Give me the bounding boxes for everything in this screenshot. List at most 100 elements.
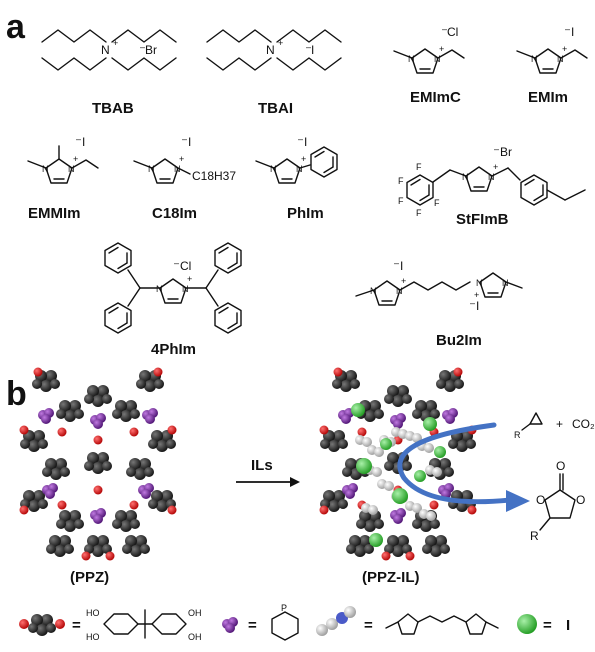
ils-label: ILs xyxy=(251,457,273,474)
tbab-structure: N + – Br xyxy=(41,29,177,71)
stfimb-f2: F xyxy=(398,176,404,186)
svg-text:N: N xyxy=(502,278,509,288)
svg-text:–: – xyxy=(565,24,570,34)
svg-text:N: N xyxy=(296,164,303,174)
emim-label: EMIm xyxy=(528,89,568,106)
svg-text:N: N xyxy=(557,54,564,64)
legend-eq-3: = xyxy=(364,617,373,634)
tbai-structure: N + – I xyxy=(206,29,342,71)
bu2im-anion-1: I xyxy=(400,259,403,273)
svg-text:N: N xyxy=(396,286,403,296)
svg-text:–: – xyxy=(140,42,145,52)
stfimb-f3: F xyxy=(398,196,404,206)
legend-eq-2: = xyxy=(248,617,257,634)
ppz-il-framework xyxy=(320,368,477,561)
svg-text:N: N xyxy=(462,172,469,182)
bu2im-anion-2: I xyxy=(476,299,479,313)
svg-text:+: + xyxy=(439,44,444,54)
svg-text:OH: OH xyxy=(188,632,202,642)
cyclic-carbonate: O O O R xyxy=(530,459,585,543)
epoxide-structure: R xyxy=(514,412,543,440)
tbai-n-atom: N xyxy=(266,43,275,57)
svg-text:N: N xyxy=(270,164,277,174)
panel-a-label: a xyxy=(6,8,26,46)
legend-iodide: I xyxy=(566,617,570,634)
emimc-label: EMImC xyxy=(410,89,461,106)
svg-text:–: – xyxy=(182,134,187,144)
phim-label: PhIm xyxy=(287,205,324,222)
stfimb-label: StFImB xyxy=(456,211,509,228)
emimc-structure: N N + – Cl xyxy=(393,24,465,74)
svg-text:+: + xyxy=(474,290,479,300)
tbai-charge: + xyxy=(278,38,283,48)
panel-b-label: b xyxy=(6,375,27,413)
epoxide-r: R xyxy=(514,430,521,440)
svg-text:+: + xyxy=(562,44,567,54)
svg-text:+: + xyxy=(301,154,306,164)
stfimb-f1: F xyxy=(416,162,422,172)
svg-text:N: N xyxy=(434,54,441,64)
legend-phosphazene-structure: P xyxy=(271,603,299,641)
legend-il-structure xyxy=(385,613,499,635)
c18im-label: C18Im xyxy=(152,205,197,222)
svg-text:–: – xyxy=(442,24,447,34)
svg-text:N: N xyxy=(156,284,163,294)
tbab-anion: Br xyxy=(145,43,157,57)
svg-text:N: N xyxy=(370,286,377,296)
stfimb-f4: F xyxy=(416,208,422,218)
tbab-charge: + xyxy=(113,38,118,48)
ppz-label: (PPZ) xyxy=(70,569,109,586)
svg-text:+: + xyxy=(73,154,78,164)
ppz-framework xyxy=(19,367,177,561)
legend-p-atom: P xyxy=(281,603,287,613)
emimc-anion: Cl xyxy=(447,25,458,39)
ring-o-right: O xyxy=(576,493,585,507)
emmim-anion: I xyxy=(82,135,85,149)
svg-text:–: – xyxy=(306,42,311,52)
svg-text:–: – xyxy=(76,134,81,144)
product-r: R xyxy=(530,529,539,543)
svg-text:N: N xyxy=(42,164,49,174)
emmim-structure: N N + – I xyxy=(27,134,99,184)
emim-anion: I xyxy=(571,25,574,39)
phim-anion: I xyxy=(304,135,307,149)
co2-text: CO₂ xyxy=(572,417,595,431)
emmim-label: EMMIm xyxy=(28,205,81,222)
svg-text:N: N xyxy=(488,172,495,182)
svg-text:N: N xyxy=(148,164,155,174)
svg-text:+: + xyxy=(401,276,406,286)
legend-eq-4: = xyxy=(543,617,552,634)
svg-text:N: N xyxy=(182,284,189,294)
svg-text:OH: OH xyxy=(188,608,202,618)
svg-text:+: + xyxy=(187,274,192,284)
svg-text:HO: HO xyxy=(86,632,100,642)
legend-linker-structure: HO HO OH OH xyxy=(86,608,202,642)
svg-text:–: – xyxy=(394,258,399,268)
carbonyl-o: O xyxy=(556,459,565,473)
legend-eq-1: = xyxy=(72,617,81,634)
4phim-label: 4PhIm xyxy=(151,341,196,358)
svg-text:N: N xyxy=(408,54,415,64)
svg-text:N: N xyxy=(68,164,75,174)
svg-text:N: N xyxy=(476,278,483,288)
ppz-il-label: (PPZ-IL) xyxy=(362,569,420,586)
tbai-anion: I xyxy=(311,43,314,57)
c18im-chain: C18H37 xyxy=(192,169,236,183)
bu2im-label: Bu2Im xyxy=(436,332,482,349)
tbab-n-atom: N xyxy=(101,43,110,57)
svg-text:+: + xyxy=(493,162,498,172)
stfimb-f5: F xyxy=(434,198,440,208)
tbab-label: TBAB xyxy=(92,100,134,117)
phim-structure: N N + – I xyxy=(255,134,338,184)
svg-text:N: N xyxy=(531,54,538,64)
legend: = HO HO OH OH = P = xyxy=(19,603,570,642)
svg-text:HO: HO xyxy=(86,608,100,618)
svg-text:N: N xyxy=(174,164,181,174)
emim-structure: N N + – I xyxy=(516,24,588,74)
svg-text:–: – xyxy=(174,258,179,268)
svg-text:–: – xyxy=(298,134,303,144)
